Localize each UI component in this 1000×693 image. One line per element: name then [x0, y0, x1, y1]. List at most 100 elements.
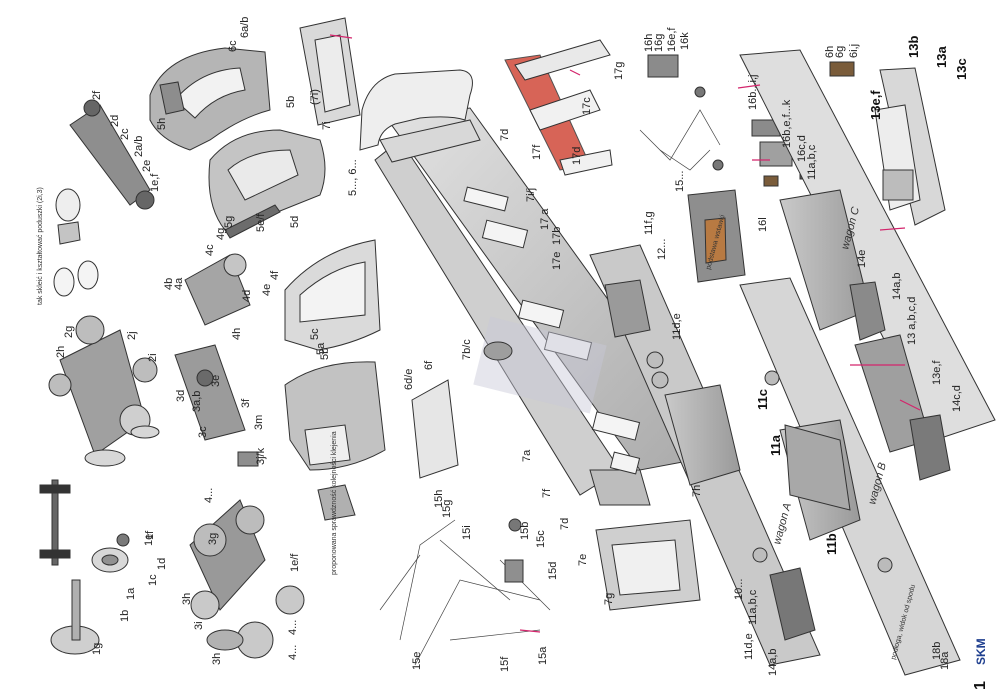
part-label-13b: 13b [906, 36, 921, 58]
part-label-15: 15... [674, 171, 686, 192]
floor-plate-a [589, 244, 821, 666]
part-label-2d: 2d [109, 115, 121, 127]
part-label-2f: 2f [91, 90, 103, 100]
part-label-5b2: 5b [319, 348, 331, 360]
lamp-housing-6 [411, 379, 459, 479]
part-label-14e: 14e [856, 250, 868, 268]
part-label-6de: 6d/e [403, 369, 415, 390]
part-label-5c: 5c [309, 328, 321, 340]
part-label-3e: 3e [210, 375, 222, 387]
cab-end-7 [595, 519, 701, 611]
part-label-15b: 15b [519, 522, 531, 540]
part-label-15d: 15d [547, 562, 559, 580]
part-label-4e: 4e [261, 284, 273, 296]
bogie-parts-3d [174, 344, 259, 467]
part-label-16g: 16g [653, 34, 665, 52]
part-label-4d: 4d [241, 290, 253, 302]
part-label-2e: 2e [141, 160, 153, 172]
part-label-3d: 3d [175, 390, 187, 402]
part-label-4c: 4c [204, 244, 216, 256]
bogie-frame-2 [48, 315, 160, 467]
part-label-16l: 16l [757, 217, 769, 232]
side-panel-5b [299, 17, 361, 126]
part-label-1c: 1c [147, 574, 159, 586]
part-label-1g: 1g [91, 643, 103, 655]
part-label-7a: 7a [521, 449, 533, 462]
part-label-1ef-bot: 1e/f [289, 553, 301, 572]
cab-shell-top [149, 47, 271, 151]
part-label-7i2: 7i [321, 121, 333, 130]
part-label-17b: 17b [551, 227, 563, 245]
car-body [374, 107, 721, 506]
part-label-17a: 17 a [539, 208, 551, 230]
part-label-3h2: 3h [211, 653, 223, 665]
part-label-17f: 17f [531, 144, 543, 160]
part-label-15g: 15g [441, 500, 453, 518]
roof-detail-red [504, 39, 613, 176]
part-label-3h: 3h [181, 593, 193, 605]
page-number: 1 [972, 681, 989, 690]
svg-text:SKM: SKM [974, 638, 988, 665]
part-label-11abc-top: 11a,b,c [806, 144, 818, 180]
roof-cap [359, 69, 481, 163]
part-label-5a: 5a [315, 342, 327, 355]
part-label-7bc: 7b/c [461, 339, 473, 360]
part-label-11de-mid: 11d,e [671, 313, 683, 340]
part-label-14ab: 14a,b [767, 648, 779, 676]
part-label-16bek: 16b,e,f...k [781, 99, 793, 148]
part-label-16bij: 16b...i,j [747, 75, 759, 110]
bogie-frame-13 [874, 67, 946, 226]
wheelset-assembled [39, 479, 71, 566]
part-label-1d: 1d [156, 558, 168, 570]
wagon-a-label: wagon A [771, 502, 794, 546]
part-label-14ab-right: 14a,b [891, 272, 903, 300]
part-label-13ef: 13e,f [931, 360, 943, 385]
part-label-12: 12... [656, 239, 668, 260]
part-label-5ef: 5e/f [255, 213, 267, 232]
part-label-11abc-bot: 11a,b,c [747, 589, 759, 625]
part-label-16cd: 16c,d [796, 135, 808, 162]
front-cab-5d [284, 361, 386, 471]
part-label-5-6: 5..., 6... [347, 159, 359, 196]
part-label-3f: 3f [240, 398, 252, 408]
part-label-1f: 1f [144, 530, 156, 540]
part-label-7e: 7e [577, 554, 589, 566]
assembly-arrows [329, 34, 921, 633]
part-label-13c: 13c [954, 58, 969, 80]
foam-pads [53, 188, 99, 297]
part-label-3jk: 3j/k [255, 447, 267, 465]
plaque [687, 189, 746, 283]
part-label-7d-bot: 7d [559, 518, 571, 530]
part-label-3m: 3m [253, 415, 265, 430]
front-mask-5c [284, 239, 381, 351]
part-label-17g: 17g [613, 62, 625, 80]
part-label-4g: 4g [215, 228, 227, 240]
part-label-13ef-top: 13e,f [868, 90, 883, 120]
part-label-16ef: 16e,f [666, 27, 678, 52]
part-label-16h: 16h [643, 34, 655, 52]
coupler-arm-2 [69, 99, 155, 210]
pantograph-top [639, 86, 724, 171]
part-label-2i: 2i [147, 353, 159, 362]
part-label-15a: 15a [537, 646, 549, 665]
part-label-1ef-top: 1e,f [149, 173, 161, 192]
part-label-6g: 6g [834, 46, 846, 58]
part-label-16k: 16k [679, 32, 691, 50]
part-label-10: 10... [733, 579, 745, 600]
part-label-11de-bot: 11d,e [743, 633, 755, 660]
part-label-7g: 7g [603, 593, 615, 605]
side-plate-11c [784, 424, 851, 511]
part-label-11c: 11c [755, 389, 770, 410]
part-label-4-bot: 4... [287, 645, 299, 660]
part-label-15i: 15i [461, 525, 473, 540]
part-label-15h: 15h [433, 490, 445, 508]
wheel-parts-1 [50, 533, 130, 655]
part-label-4f: 4f [269, 270, 281, 280]
part-label-2h: 2h [55, 346, 67, 358]
part-label-2ab: 2a/b [133, 136, 145, 157]
bogie-parts-4 [184, 253, 251, 326]
part-label-11a: 11a [768, 434, 783, 456]
part-label-5g: 5g [223, 216, 235, 228]
